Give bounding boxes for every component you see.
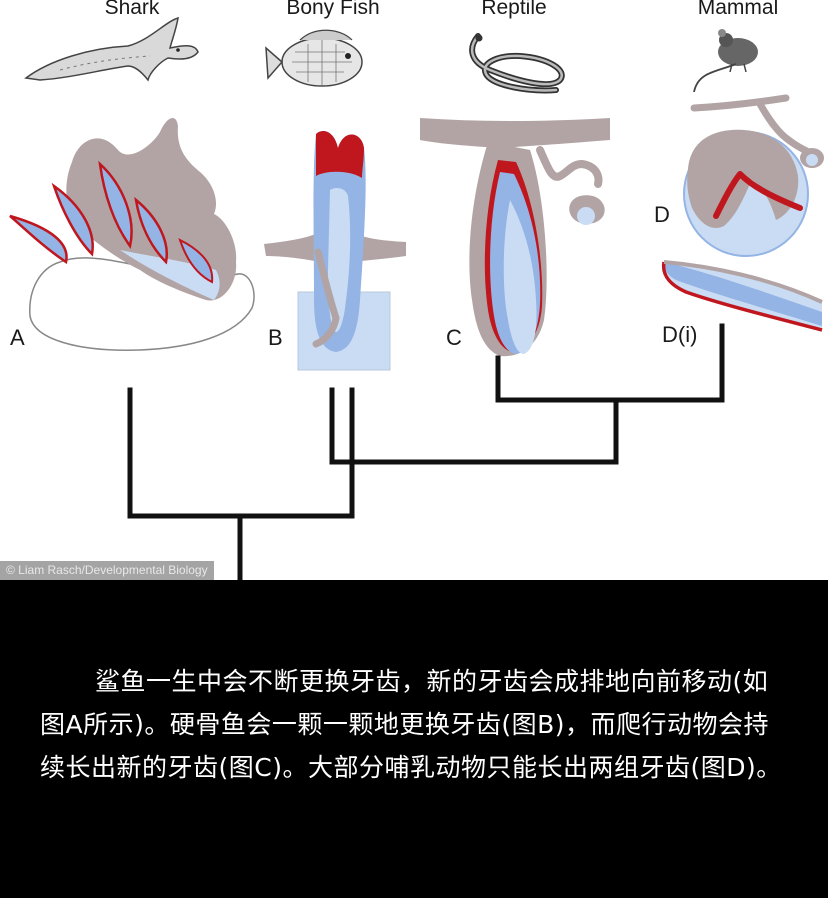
- tree-branch-reptile-mammal: [495, 323, 725, 403]
- bony-fish-illustration: [265, 29, 363, 87]
- panel-a-shark-jaw: [9, 118, 255, 351]
- tree-branch-shark-fish: [127, 387, 355, 519]
- phylogenetic-tree: [127, 323, 725, 580]
- species-label-mammal: Mammal: [698, 0, 779, 19]
- reptile-illustration: [469, 33, 565, 94]
- mammal-illustration: [693, 29, 758, 93]
- panel-label-d-i: D(i): [662, 322, 697, 347]
- figure-canvas: Shark Bony Fish Reptile Mammal: [9, 0, 824, 580]
- shark-illustration: [24, 16, 199, 82]
- panel-b-bony-fish-tooth: [264, 130, 406, 371]
- species-label-shark: Shark: [105, 0, 160, 19]
- species-label-bony-fish: Bony Fish: [286, 0, 379, 19]
- panel-d-mammal-tooth: [683, 94, 824, 257]
- species-label-reptile: Reptile: [481, 0, 546, 19]
- panel-d-i-mammal-tooth: [661, 260, 823, 332]
- panel-label-d: D: [654, 202, 670, 227]
- caption-text: 鲨鱼一生中会不断更换牙齿，新的牙齿会成排地向前移动(如图A所示)。硬骨鱼会一颗一…: [40, 667, 782, 782]
- panel-label-b: B: [268, 325, 283, 350]
- image-credit: © Liam Rasch/Developmental Biology: [0, 561, 214, 580]
- tree-branch-fish-amniotes: [329, 387, 619, 465]
- evolution-figure: Shark Bony Fish Reptile Mammal: [0, 0, 828, 580]
- panel-label-a: A: [10, 325, 25, 350]
- panel-c-reptile-tooth: [420, 118, 610, 357]
- panel-label-c: C: [446, 325, 462, 350]
